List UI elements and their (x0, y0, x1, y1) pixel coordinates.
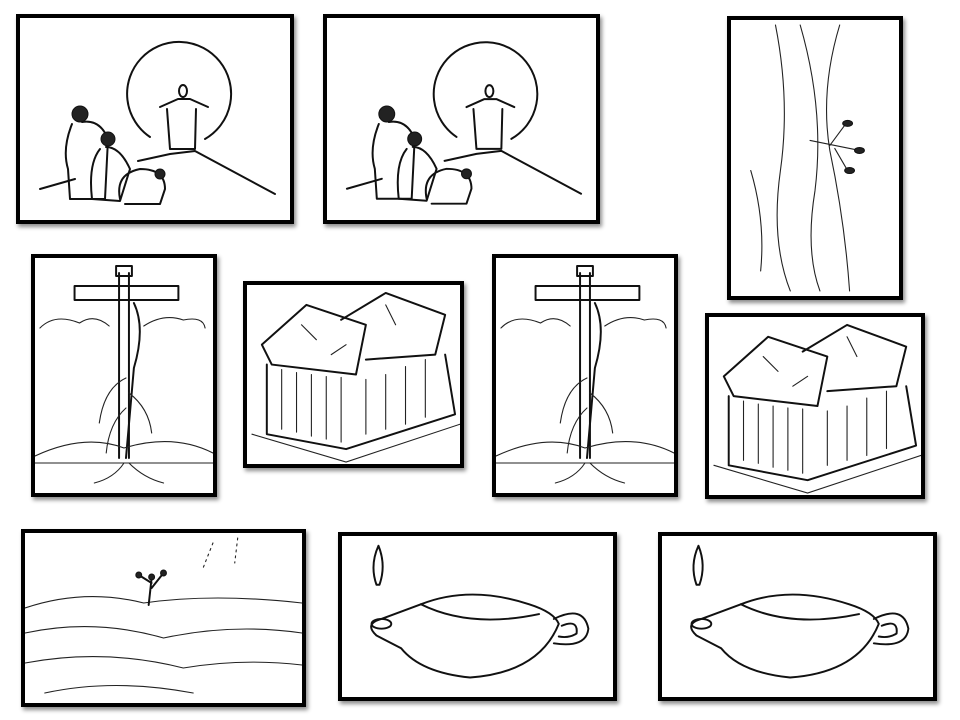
illustration-frame-2 (323, 14, 600, 224)
illustration-frame-9 (338, 532, 617, 701)
wheat-cross-icon (35, 258, 213, 493)
illustration-frame-6 (492, 254, 678, 497)
oil-lamp-icon (342, 536, 613, 697)
illustration-frame-3 (727, 16, 903, 300)
illustration-frame-1 (16, 14, 294, 224)
illustration-frame-8 (21, 529, 306, 707)
desert-sprout-icon (25, 533, 302, 703)
illustration-frame-4 (31, 254, 217, 497)
temple-ruins-icon (247, 285, 460, 464)
wheat-cross-icon (496, 258, 674, 493)
oil-lamp-icon (662, 536, 933, 697)
vine-branch-icon (731, 20, 899, 296)
resurrection-scene-icon (327, 18, 596, 220)
temple-ruins-icon (709, 317, 921, 495)
illustration-frame-10 (658, 532, 937, 701)
illustration-frame-5 (243, 281, 464, 468)
illustration-frame-7 (705, 313, 925, 499)
resurrection-scene-icon (20, 18, 290, 220)
